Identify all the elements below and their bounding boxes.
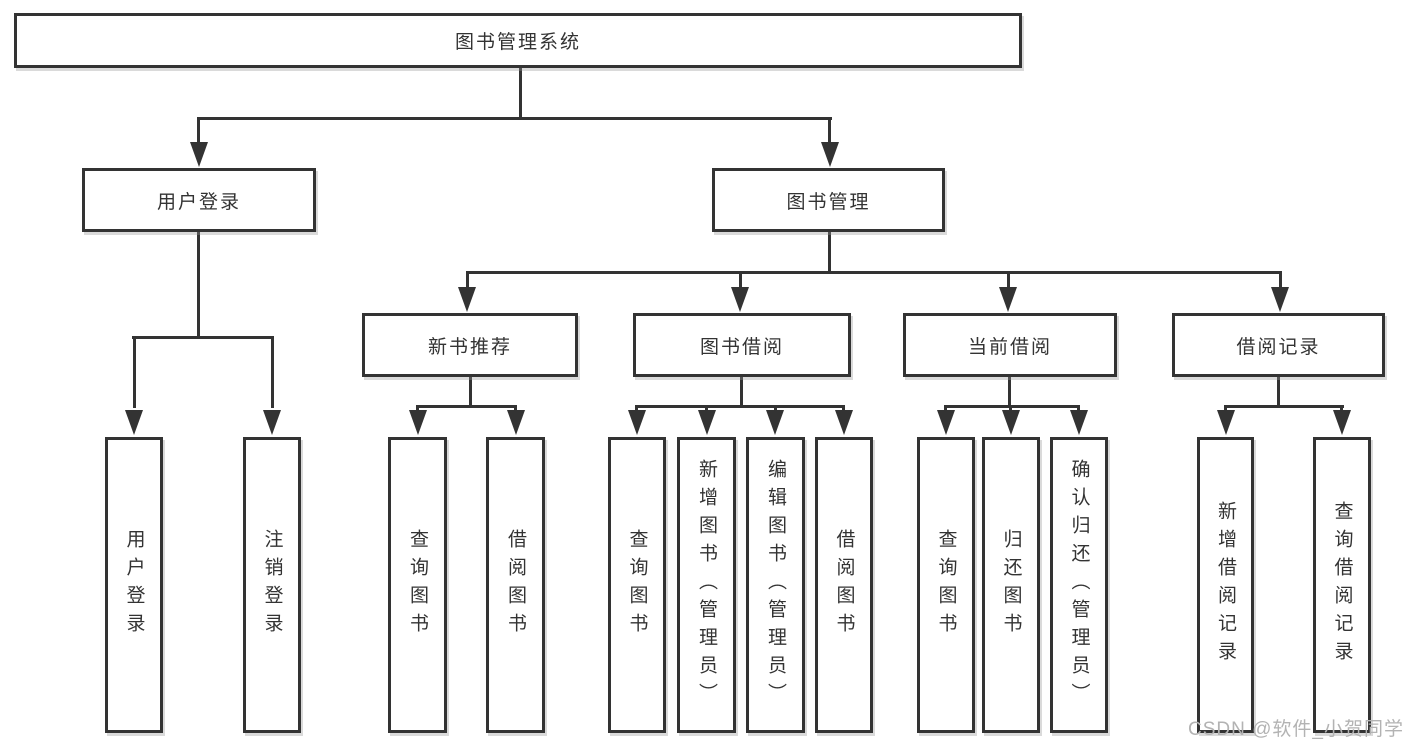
node-user-login-label: 用户登录 [156, 191, 241, 213]
connector-line [1007, 271, 1010, 287]
arrow-down-icon [458, 287, 476, 312]
csdn-watermark: CSDN @软件_小贺同学 [1188, 719, 1404, 740]
arrow-down-icon [190, 142, 208, 167]
connector-line [197, 117, 200, 145]
leaf-return-book-label: 归还图书 [1000, 529, 1022, 641]
arrow-down-icon [125, 410, 143, 435]
node-borrow-record-label: 借阅记录 [1236, 336, 1321, 358]
connector-line [1279, 271, 1282, 287]
node-current-borrow: 当前借阅 [903, 313, 1117, 377]
connector-line [197, 117, 832, 120]
leaf-return-book: 归还图书 [982, 437, 1040, 733]
node-new-book-recommend: 新书推荐 [362, 313, 578, 377]
leaf-query-borrow-record-label: 查询借阅记录 [1331, 501, 1353, 669]
arrow-down-icon [1217, 410, 1235, 435]
connector-line [944, 405, 1080, 408]
leaf-borrow-book-borrow-label: 借阅图书 [833, 529, 855, 641]
leaf-borrow-book-borrow: 借阅图书 [815, 437, 873, 733]
leaf-query-borrow-record: 查询借阅记录 [1313, 437, 1371, 733]
connector-line [1340, 405, 1343, 413]
leaf-query-book-current-label: 查询图书 [935, 529, 957, 641]
connector-line [469, 377, 472, 407]
connector-line [519, 68, 522, 119]
connector-line [514, 405, 517, 413]
leaf-query-book-current: 查询图书 [917, 437, 975, 733]
leaf-query-book-newrec: 查询图书 [388, 437, 447, 733]
connector-line [133, 336, 136, 408]
arrow-down-icon [628, 410, 646, 435]
connector-line [635, 405, 638, 413]
arrow-down-icon [1271, 287, 1289, 312]
arrow-down-icon [507, 410, 525, 435]
connector-line [1224, 405, 1344, 408]
arrow-down-icon [937, 410, 955, 435]
leaf-logout-label: 注销登录 [261, 529, 283, 641]
connector-line [740, 377, 743, 407]
connector-line [416, 405, 419, 413]
connector-line [739, 271, 742, 287]
connector-line [132, 336, 274, 339]
leaf-add-book-admin: 新增图书（管理员） [677, 437, 736, 733]
leaf-add-borrow-record-label: 新增借阅记录 [1215, 501, 1236, 669]
node-book-borrow-label: 图书借阅 [699, 336, 784, 358]
arrow-down-icon [999, 287, 1017, 312]
connector-line [842, 405, 845, 413]
arrow-down-icon [263, 410, 281, 435]
arrow-down-icon [698, 410, 716, 435]
connector-line [828, 117, 831, 145]
arrow-down-icon [731, 287, 749, 312]
connector-line [944, 405, 947, 413]
node-root: 图书管理系统 [14, 13, 1022, 68]
leaf-confirm-return-admin: 确认归还（管理员） [1050, 437, 1108, 733]
leaf-user-login-label: 用户登录 [123, 529, 145, 641]
node-book-borrow: 图书借阅 [633, 313, 851, 377]
node-new-book-recommend-label: 新书推荐 [427, 336, 512, 358]
connector-line [705, 405, 708, 413]
connector-line [1224, 405, 1227, 413]
connector-line [1009, 405, 1012, 413]
connector-line [271, 336, 274, 408]
leaf-logout: 注销登录 [243, 437, 301, 733]
connector-line [774, 405, 777, 413]
connector-line [466, 271, 1282, 274]
arrow-down-icon [1002, 410, 1020, 435]
leaf-query-book-borrow-label: 查询图书 [626, 529, 648, 641]
connector-line [466, 271, 469, 287]
arrow-down-icon [1333, 410, 1351, 435]
connector-line [416, 405, 517, 408]
arrow-down-icon [821, 142, 839, 167]
leaf-user-login: 用户登录 [105, 437, 163, 733]
arrow-down-icon [409, 410, 427, 435]
connector-line [1008, 377, 1011, 407]
node-borrow-record: 借阅记录 [1172, 313, 1385, 377]
leaf-borrow-book-newrec-label: 借阅图书 [505, 529, 526, 641]
node-book-management-label: 图书管理 [786, 191, 871, 213]
arrow-down-icon [766, 410, 784, 435]
leaf-query-book-newrec-label: 查询图书 [407, 529, 428, 641]
arrow-down-icon [1070, 410, 1088, 435]
arrow-down-icon [835, 410, 853, 435]
leaf-add-borrow-record: 新增借阅记录 [1197, 437, 1254, 733]
node-root-label: 图书管理系统 [454, 32, 581, 53]
leaf-borrow-book-newrec: 借阅图书 [486, 437, 545, 733]
connector-line [828, 232, 831, 274]
connector-line [635, 405, 845, 408]
node-book-management: 图书管理 [712, 168, 945, 232]
node-user-login: 用户登录 [82, 168, 316, 232]
leaf-add-book-admin-label: 新增图书（管理员） [696, 459, 717, 711]
leaf-query-book-borrow: 查询图书 [608, 437, 666, 733]
leaf-edit-book-admin: 编辑图书（管理员） [746, 437, 805, 733]
leaf-edit-book-admin-label: 编辑图书（管理员） [765, 459, 786, 711]
node-current-borrow-label: 当前借阅 [967, 336, 1052, 358]
leaf-confirm-return-admin-label: 确认归还（管理员） [1068, 459, 1090, 711]
connector-line [1277, 377, 1280, 407]
connector-line [1077, 405, 1080, 413]
connector-line [197, 232, 200, 338]
